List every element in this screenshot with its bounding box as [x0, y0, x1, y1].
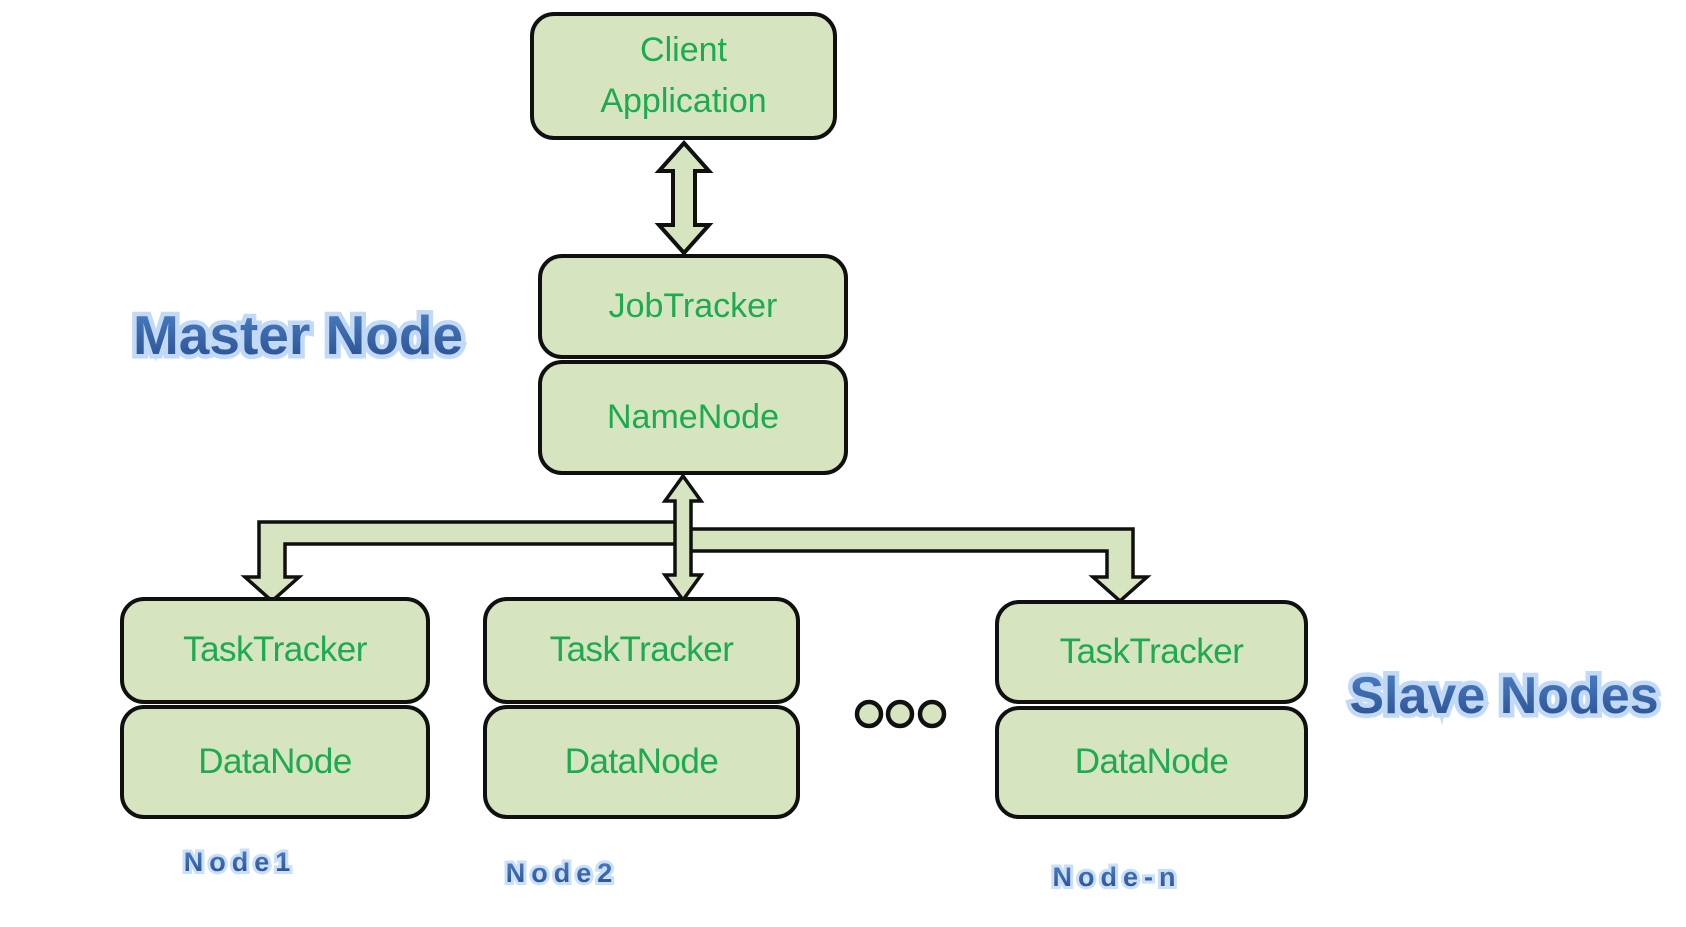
jobtracker-box: JobTracker — [538, 254, 848, 359]
tasktracker-label: TaskTracker — [549, 630, 734, 670]
client-application-box: Client Application — [530, 12, 837, 140]
slave-nodes-label: Slave Nodes Slave Nodes — [1345, 663, 1663, 730]
namenode-box: NameNode — [538, 360, 848, 475]
namenode-label: NameNode — [607, 397, 779, 436]
branch-arrow-right — [684, 527, 1152, 604]
datanode-box-node-n: DataNode — [995, 706, 1308, 819]
datanode-box-node1: DataNode — [120, 705, 430, 819]
jobtracker-label: JobTracker — [608, 286, 778, 325]
client-application-label-line1: Client — [640, 31, 727, 69]
node2-label: Node2 Node2 — [503, 855, 619, 891]
client-jobtracker-arrow — [654, 139, 714, 257]
tasktracker-box-node-n: TaskTracker — [995, 600, 1308, 704]
tasktracker-label: TaskTracker — [1059, 631, 1244, 671]
tasktracker-label: TaskTracker — [183, 630, 367, 670]
three-dots-icon — [854, 699, 947, 729]
datanode-label: DataNode — [198, 741, 352, 781]
tasktracker-box-node2: TaskTracker — [483, 597, 800, 704]
datanode-box-node2: DataNode — [483, 705, 800, 819]
master-node-label: Master Node Master Node — [128, 300, 467, 371]
node1-label: Node1 Node1 — [181, 844, 297, 880]
node-n-label: Node-n Node-n — [1050, 859, 1182, 895]
branch-arrow-left — [240, 520, 688, 604]
client-application-label-line2: Application — [600, 82, 767, 120]
datanode-label: DataNode — [564, 741, 719, 781]
tasktracker-box-node1: TaskTracker — [120, 597, 430, 704]
datanode-label: DataNode — [1074, 742, 1229, 782]
